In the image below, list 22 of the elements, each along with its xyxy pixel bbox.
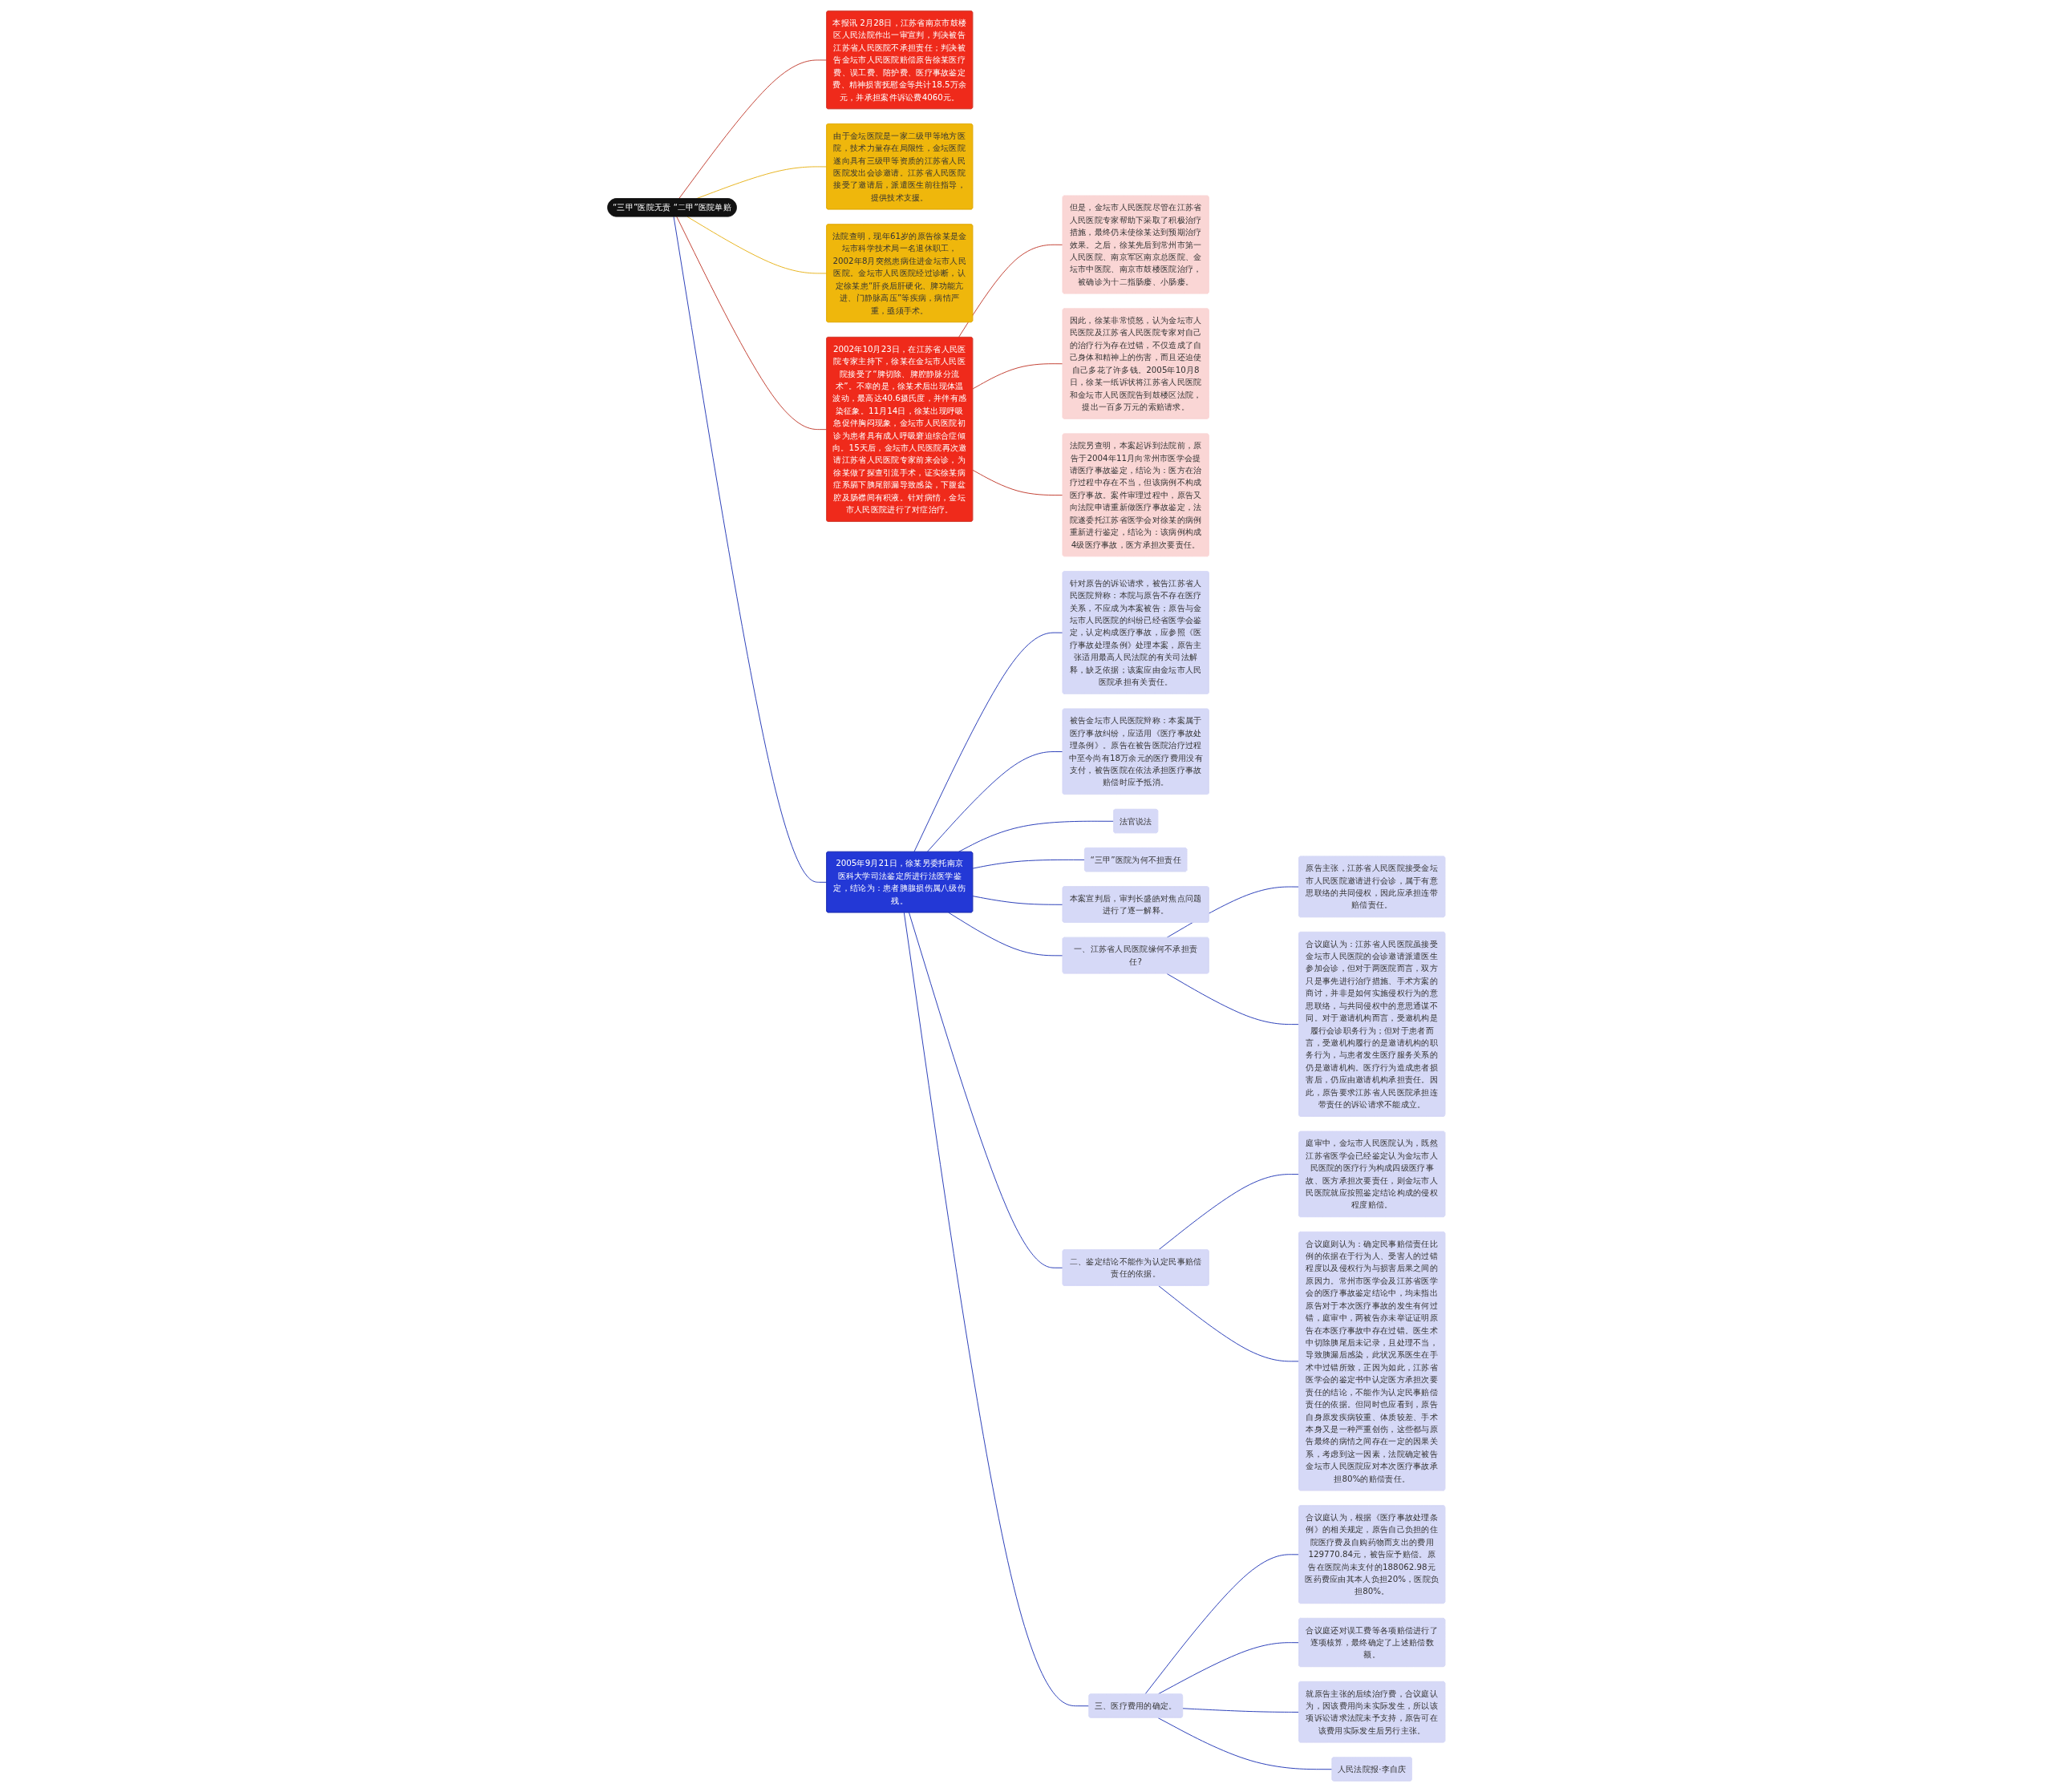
- connector: [1166, 973, 1300, 1025]
- connector: [1144, 1554, 1300, 1695]
- connector: [972, 363, 1063, 390]
- connector: [913, 632, 1063, 852]
- connector: [1166, 886, 1300, 938]
- connector: [673, 216, 828, 883]
- connector: [926, 751, 1063, 852]
- connector: [958, 244, 1063, 338]
- connector: [948, 912, 1063, 957]
- connector: [958, 820, 1115, 852]
- connector: [1182, 1708, 1300, 1713]
- connector: [1158, 1285, 1300, 1362]
- connector: [678, 59, 828, 200]
- connector: [904, 912, 1090, 1707]
- connector: [972, 859, 1086, 869]
- connector: [972, 469, 1063, 496]
- connector: [909, 912, 1063, 1268]
- connector: [972, 896, 1063, 905]
- connector: [1157, 1717, 1333, 1770]
- connector: [1158, 1174, 1300, 1251]
- connector: [686, 216, 828, 274]
- connector: [676, 216, 828, 431]
